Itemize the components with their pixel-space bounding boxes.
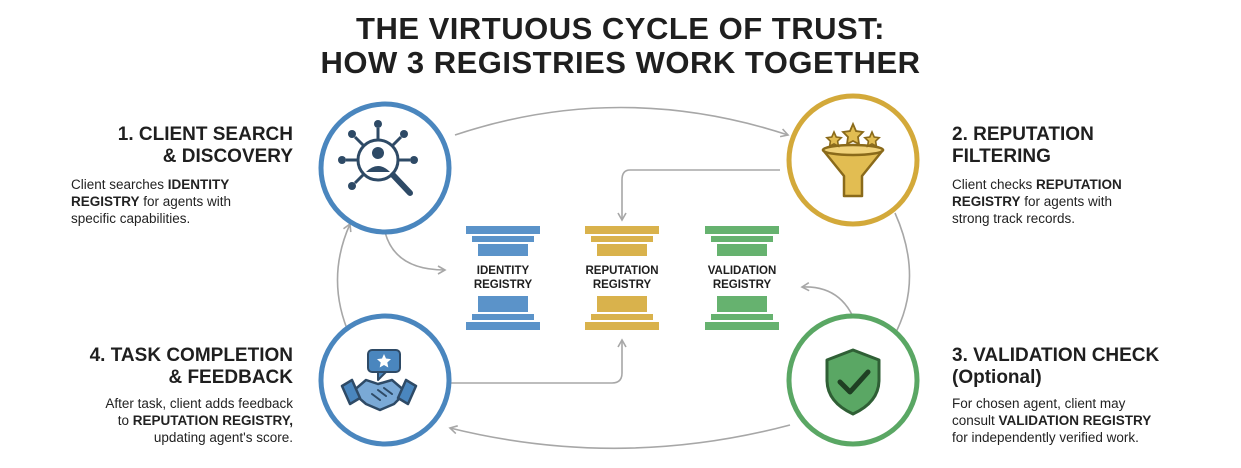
step1-heading-line1: 1. CLIENT SEARCH [117, 124, 293, 145]
step3-line2-bold: VALIDATION REGISTRY [998, 413, 1152, 428]
step3-description-line2: consult VALIDATION REGISTRY [952, 412, 1151, 429]
step4-heading: 4. TASK COMPLETION & FEEDBACK [90, 345, 293, 389]
step1-description-line3: specific capabilities. [71, 210, 231, 227]
step1-line2-bold: REGISTRY [71, 194, 140, 209]
step2-heading: 2. REPUTATION FILTERING [952, 124, 1094, 168]
step4-line2-bold: REPUTATION REGISTRY, [132, 413, 293, 428]
step1-line1-text: Client searches [71, 177, 168, 192]
reputation-registry-label-line2: REGISTRY [592, 279, 652, 291]
validation-registry-label-line1: VALIDATION [707, 265, 777, 277]
step2-heading-line2: FILTERING [952, 146, 1051, 167]
step3-line3-text: for independently verified work. [952, 430, 1139, 445]
step2-line2-text: for agents with [1020, 194, 1113, 209]
step4-heading-line2: & FEEDBACK [168, 367, 293, 388]
reputation-registry-label: REPUTATION REGISTRY [567, 264, 677, 292]
step4-line1-text: After task, client adds feedback [105, 396, 293, 411]
step1-description-line2: REGISTRY for agents with [71, 193, 231, 210]
step3-description: For chosen agent, client may consult VAL… [952, 395, 1151, 446]
step4-circle [318, 313, 452, 447]
step1-circle [318, 101, 452, 235]
validation-registry-label-line2: REGISTRY [712, 279, 772, 291]
step1-line1-bold: IDENTITY [167, 177, 230, 192]
step2-line1-bold: REPUTATION [1036, 177, 1122, 192]
step4-description-line1: After task, client adds feedback [105, 395, 293, 412]
arrow-step2-to-reputation [617, 169, 780, 222]
step2-line3-text: strong track records. [952, 211, 1076, 226]
shield-check-icon [825, 348, 881, 416]
step1-line3-text: specific capabilities. [71, 211, 191, 226]
step1-line2-text: for agents with [139, 194, 232, 209]
step3-circle [786, 313, 920, 447]
title-line-2: HOW 3 REGISTRIES WORK TOGETHER [320, 45, 921, 80]
title-line-1: THE VIRTUOUS CYCLE OF TRUST: [356, 11, 885, 46]
identity-registry-label: IDENTITY REGISTRY [448, 264, 558, 292]
identity-registry-label-line2: REGISTRY [473, 279, 533, 291]
step4-description-line3: updating agent's score. [105, 429, 293, 446]
pillar-reputation [585, 226, 659, 330]
step2-description: Client checks REPUTATION REGISTRY for ag… [952, 176, 1122, 227]
step3-heading-line2: (Optional) [952, 367, 1042, 388]
arrow-step1-to-identity [384, 231, 447, 275]
step1-description-line1: Client searches IDENTITY [71, 176, 231, 193]
step2-line1-text: Client checks [952, 177, 1037, 192]
page-title: THE VIRTUOUS CYCLE OF TRUST: HOW 3 REGIS… [0, 12, 1241, 80]
pillar-identity [466, 226, 540, 330]
step3-line1-text: For chosen agent, client may [952, 396, 1126, 411]
arrow-step4-to-reputation [450, 338, 627, 384]
step1-heading: 1. CLIENT SEARCH & DISCOVERY [118, 124, 293, 168]
step3-line2-text: consult [952, 413, 999, 428]
step2-description-line3: strong track records. [952, 210, 1122, 227]
step2-heading-line1: 2. REPUTATION [952, 124, 1094, 145]
step4-description: After task, client adds feedback to REPU… [105, 395, 293, 446]
step1-heading-line2: & DISCOVERY [162, 146, 293, 167]
validation-registry-label: VALIDATION REGISTRY [687, 264, 797, 292]
funnel-stars-icon [821, 121, 885, 198]
identity-registry-label-line1: IDENTITY [476, 265, 530, 277]
step2-description-line2: REGISTRY for agents with [952, 193, 1122, 210]
step4-description-line2: to REPUTATION REGISTRY, [105, 412, 293, 429]
arrow-step1-to-step2 [454, 106, 790, 138]
step2-circle [786, 93, 920, 227]
step3-description-line3: for independently verified work. [952, 429, 1151, 446]
step3-description-line1: For chosen agent, client may [952, 395, 1151, 412]
step2-description-line1: Client checks REPUTATION [952, 176, 1122, 193]
arrow-step3-to-step4 [448, 424, 791, 450]
pillar-validation [705, 226, 779, 330]
step1-description: Client searches IDENTITY REGISTRY for ag… [71, 176, 231, 227]
reputation-registry-label-line1: REPUTATION [585, 265, 659, 277]
handshake-star-icon [340, 349, 418, 412]
step4-line3-text: updating agent's score. [153, 430, 293, 445]
step3-heading-line1: 3. VALIDATION CHECK [952, 345, 1160, 366]
step4-heading-line1: 4. TASK COMPLETION [89, 345, 293, 366]
arrow-step2-to-step3 [892, 212, 911, 340]
arrow-step4-to-step1 [336, 222, 352, 337]
network-search-icon [338, 120, 418, 196]
step3-heading: 3. VALIDATION CHECK (Optional) [952, 345, 1159, 389]
step4-line2-text: to [117, 413, 133, 428]
step2-line2-bold: REGISTRY [952, 194, 1021, 209]
